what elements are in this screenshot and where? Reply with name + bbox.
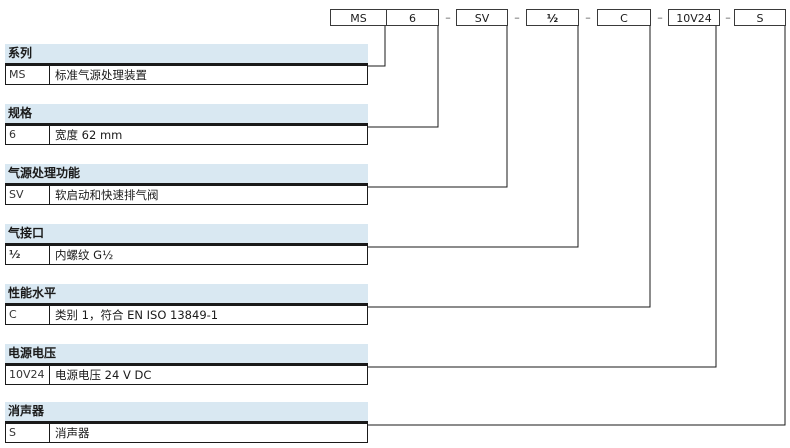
option-description: 标准气源处理装置 (55, 68, 147, 82)
separator: – (657, 11, 663, 24)
option-code: ½ (6, 246, 50, 264)
section-title: 电源电压 (5, 344, 368, 363)
section-title: 消声器 (5, 402, 368, 421)
code-box-voltage: 10V24 (668, 9, 720, 26)
section-title: 性能水平 (5, 284, 368, 303)
section-function: 气源处理功能 SV 软启动和快速排气阀 (5, 164, 368, 205)
section-row: S 消声器 (5, 424, 368, 443)
code-box-silencer: S (734, 9, 786, 26)
separator: – (514, 11, 520, 24)
option-description: 软启动和快速排气阀 (55, 188, 159, 202)
divider (5, 243, 368, 246)
option-code: S (6, 424, 50, 442)
option-description: 消声器 (55, 426, 90, 440)
connector-silencer (368, 26, 786, 426)
section-connection: 气接口 ½ 内螺纹 G½ (5, 224, 368, 265)
option-code: MS (6, 66, 50, 84)
section-row: 6 宽度 62 mm (5, 126, 368, 145)
section-title: 气接口 (5, 224, 368, 243)
connector-voltage (368, 26, 717, 368)
option-description: 电源电压 24 V DC (55, 368, 152, 382)
section-silencer: 消声器 S 消声器 (5, 402, 368, 443)
divider (5, 63, 368, 66)
divider (5, 421, 368, 424)
section-row: ½ 内螺纹 G½ (5, 246, 368, 265)
section-size: 规格 6 宽度 62 mm (5, 104, 368, 145)
section-performance: 性能水平 C 类别 1，符合 EN ISO 13849-1 (5, 284, 368, 325)
separator: – (445, 11, 451, 24)
section-row: SV 软启动和快速排气阀 (5, 186, 368, 205)
section-row: MS 标准气源处理装置 (5, 66, 368, 85)
section-title: 规格 (5, 104, 368, 123)
code-box-series: MS (330, 9, 387, 26)
section-voltage: 电源电压 10V24 电源电压 24 V DC (5, 344, 368, 385)
connector-connection (368, 26, 579, 248)
option-code: SV (6, 186, 50, 204)
code-box-size: 6 (387, 9, 439, 26)
option-description: 宽度 62 mm (55, 128, 123, 142)
connector-series (368, 26, 386, 67)
code-box-performance: C (597, 9, 651, 26)
code-box-connection: ½ (526, 9, 579, 26)
section-row: C 类别 1，符合 EN ISO 13849-1 (5, 306, 368, 325)
connector-size (368, 26, 439, 128)
option-code: C (6, 306, 50, 324)
section-title: 系列 (5, 44, 368, 63)
option-code: 10V24 (6, 366, 50, 384)
section-title: 气源处理功能 (5, 164, 368, 183)
connector-function (368, 26, 508, 188)
divider (5, 123, 368, 126)
option-code: 6 (6, 126, 50, 144)
divider (5, 303, 368, 306)
option-description: 类别 1，符合 EN ISO 13849-1 (55, 308, 219, 322)
separator: – (725, 11, 731, 24)
connector-performance (368, 26, 651, 308)
divider (5, 183, 368, 186)
section-series: 系列 MS 标准气源处理装置 (5, 44, 368, 85)
section-row: 10V24 电源电压 24 V DC (5, 366, 368, 385)
code-box-function: SV (456, 9, 508, 26)
divider (5, 363, 368, 366)
separator: – (585, 11, 591, 24)
option-description: 内螺纹 G½ (55, 248, 114, 262)
